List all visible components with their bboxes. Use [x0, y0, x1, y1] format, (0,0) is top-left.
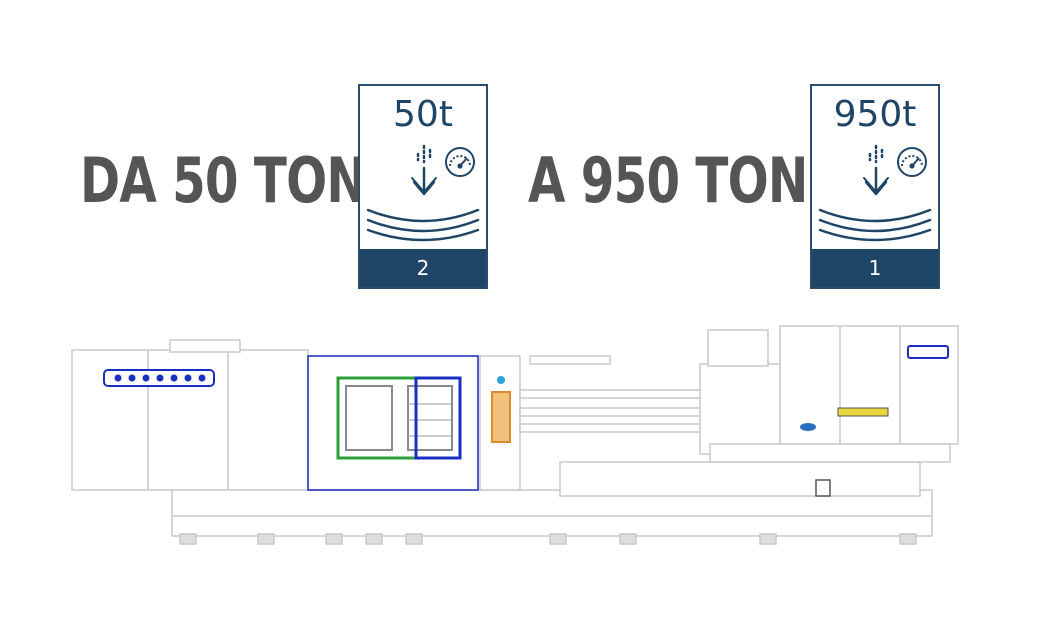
tonnage-badge-950t: 950t 1	[810, 84, 940, 289]
pressure-down-arrow-icon	[818, 144, 932, 242]
headline-left: DA 50 TON	[80, 144, 367, 217]
badge-tonnage-label: 50t	[393, 94, 453, 135]
badge-footer-number: 1	[812, 249, 938, 287]
gauge-icon	[897, 147, 927, 177]
headline-right: A 950 TON	[528, 144, 808, 217]
gauge-icon	[445, 147, 475, 177]
machine-illustration	[71, 325, 959, 545]
badge-footer-number: 2	[360, 249, 486, 287]
tonnage-badge-50t: 50t 2	[358, 84, 488, 289]
badge-tonnage-label: 950t	[833, 94, 917, 135]
pressure-down-arrow-icon	[366, 144, 480, 242]
